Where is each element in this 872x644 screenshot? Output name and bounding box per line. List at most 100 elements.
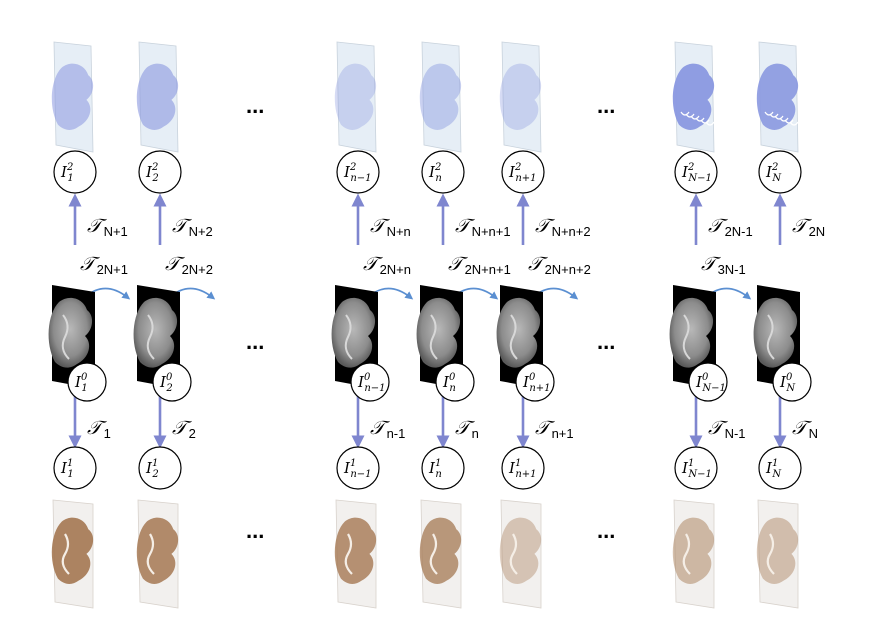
link-transform-label-subscript: 2N+2 xyxy=(182,262,213,277)
brown-stain-slide xyxy=(136,499,179,609)
top-image-label-base: I xyxy=(681,163,689,181)
brown-tissue-section xyxy=(136,517,179,584)
blue-stain-slide xyxy=(756,41,799,153)
up-transform-label-subscript: N+2 xyxy=(189,224,213,239)
up-transform-label-subscript: N+n+1 xyxy=(472,224,511,239)
white-matter xyxy=(682,533,691,575)
down-transform-label-subscript: 1 xyxy=(104,426,111,441)
mri-brain-section xyxy=(331,297,376,368)
blue-stain-slide xyxy=(419,41,462,153)
mri-brain-section xyxy=(669,297,714,368)
up-transform-label-subscript: N+n+2 xyxy=(552,224,591,239)
white-matter xyxy=(509,533,518,575)
mri-image-label-sub: n−1 xyxy=(364,383,385,394)
bottom-image-label-base: I xyxy=(508,459,516,477)
blue-stain-slide xyxy=(672,41,715,153)
white-matter xyxy=(429,314,438,360)
white-matter xyxy=(429,533,438,575)
brown-tissue-section xyxy=(756,517,799,584)
link-transform-label-subscript: 2N+n+1 xyxy=(465,262,511,277)
mri-image-label-circle xyxy=(435,362,475,402)
link-transform-label-subscript: 3N-1 xyxy=(718,262,746,277)
top-image-label-sup: 2 xyxy=(771,162,778,173)
tissue-fold xyxy=(680,111,690,116)
column-6 xyxy=(669,41,752,609)
top-image-label-base: I xyxy=(765,163,773,181)
down-transform-label-subscript: n+1 xyxy=(552,426,574,441)
white-matter xyxy=(509,314,518,360)
bottom-image-label-sub: n−1 xyxy=(350,469,371,480)
mri-image-label-base: I xyxy=(357,373,365,391)
brown-stain-slide xyxy=(334,499,377,609)
down-transform-label-subscript: N-1 xyxy=(725,426,746,441)
brown-stain-slide xyxy=(51,499,94,609)
brown-tissue-section xyxy=(334,517,377,584)
bottom-image-label-sup: 1 xyxy=(152,458,158,469)
white-matter xyxy=(146,533,155,575)
blue-tissue-section xyxy=(334,63,377,130)
mri-image-label-sub: 1 xyxy=(81,383,87,394)
mri-image-label-circle xyxy=(350,362,390,402)
mri-image-label-circle xyxy=(67,362,107,402)
top-image-label-sup: 2 xyxy=(687,162,694,173)
mri-image-label-circle xyxy=(152,362,192,402)
top-image-label-base: I xyxy=(428,163,436,181)
top-image-label-base: I xyxy=(145,163,153,181)
mri-image-label-base: I xyxy=(522,373,530,391)
ellipsis-mid-1: ... xyxy=(246,329,264,354)
mri-image-label-sup: 0 xyxy=(166,372,173,383)
mri-image-label-sup: 0 xyxy=(702,372,709,383)
mri-image-label-sub: n+1 xyxy=(529,383,550,394)
bottom-image-label-sub: N xyxy=(771,469,782,480)
down-transform-label-subscript: N xyxy=(809,426,818,441)
bottom-image-label-base: I xyxy=(343,459,351,477)
up-transform-label-subscript: N+n xyxy=(387,224,411,239)
white-matter xyxy=(344,314,353,360)
tissue-fold xyxy=(789,121,799,126)
blue-stain-slide xyxy=(51,41,94,153)
ellipsis-bot-2: ... xyxy=(597,518,615,543)
tissue-fold xyxy=(769,113,779,118)
top-image-label-base: I xyxy=(508,163,516,181)
mri-image-label-sup: 0 xyxy=(529,372,536,383)
slide-background xyxy=(336,41,377,153)
top-image-label-sup: 2 xyxy=(349,162,356,173)
blue-stain-slide xyxy=(334,41,377,153)
ellipsis-top-2: ... xyxy=(597,93,615,118)
blue-tissue-section xyxy=(51,63,94,130)
bottom-image-label-circle xyxy=(336,446,380,490)
bottom-image-label-base: I xyxy=(681,459,689,477)
link-transform-label-subscript: 2N+1 xyxy=(97,262,128,277)
mri-image-label-sup: 0 xyxy=(449,372,456,383)
bottom-image-label-sup: 1 xyxy=(772,458,778,469)
bottom-image-label-sup: 1 xyxy=(350,458,356,469)
mri-brain-section xyxy=(496,297,541,368)
mri-image-label-base: I xyxy=(74,373,82,391)
brown-stain-slide xyxy=(672,499,715,609)
mri-image-label-sup: 0 xyxy=(786,372,793,383)
bottom-image-label-circle xyxy=(138,446,182,490)
